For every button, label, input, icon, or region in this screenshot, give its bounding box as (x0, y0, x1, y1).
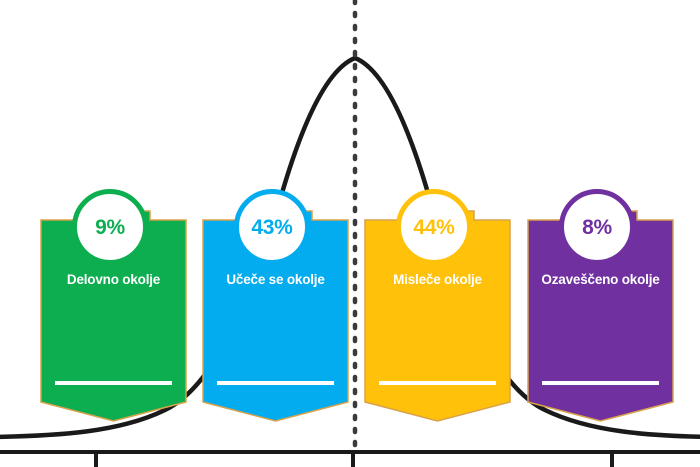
banner-underline (217, 381, 334, 385)
bell-curve-path (0, 55, 700, 440)
banner-label: Delovno okolje (66, 272, 161, 287)
percentage-badge[interactable]: 8% (559, 189, 635, 265)
banner-delovno[interactable]: Delovno okolje 9% (40, 189, 187, 422)
banner-label: Ozaveščeno okolje (541, 272, 660, 287)
percentage-value: 9% (95, 215, 125, 239)
percentage-badge[interactable]: 9% (72, 189, 148, 265)
banner-ozavesceno[interactable]: Ozaveščeno okolje 8% (527, 189, 674, 422)
percentage-value: 8% (582, 215, 612, 239)
percentage-value: 43% (251, 215, 293, 239)
banner-underline (379, 381, 496, 385)
percentage-badge[interactable]: 43% (234, 189, 310, 265)
percentage-value: 44% (413, 215, 455, 239)
banner-mislece[interactable]: Misleče okolje 44% (364, 189, 511, 422)
banner-ucece[interactable]: Učeče se okolje 43% (202, 189, 349, 422)
banner-underline (55, 381, 172, 385)
percentage-badge[interactable]: 44% (396, 189, 472, 265)
banner-label: Učeče se okolje (226, 272, 325, 287)
banner-underline (542, 381, 659, 385)
banner-label: Misleče okolje (393, 272, 482, 287)
